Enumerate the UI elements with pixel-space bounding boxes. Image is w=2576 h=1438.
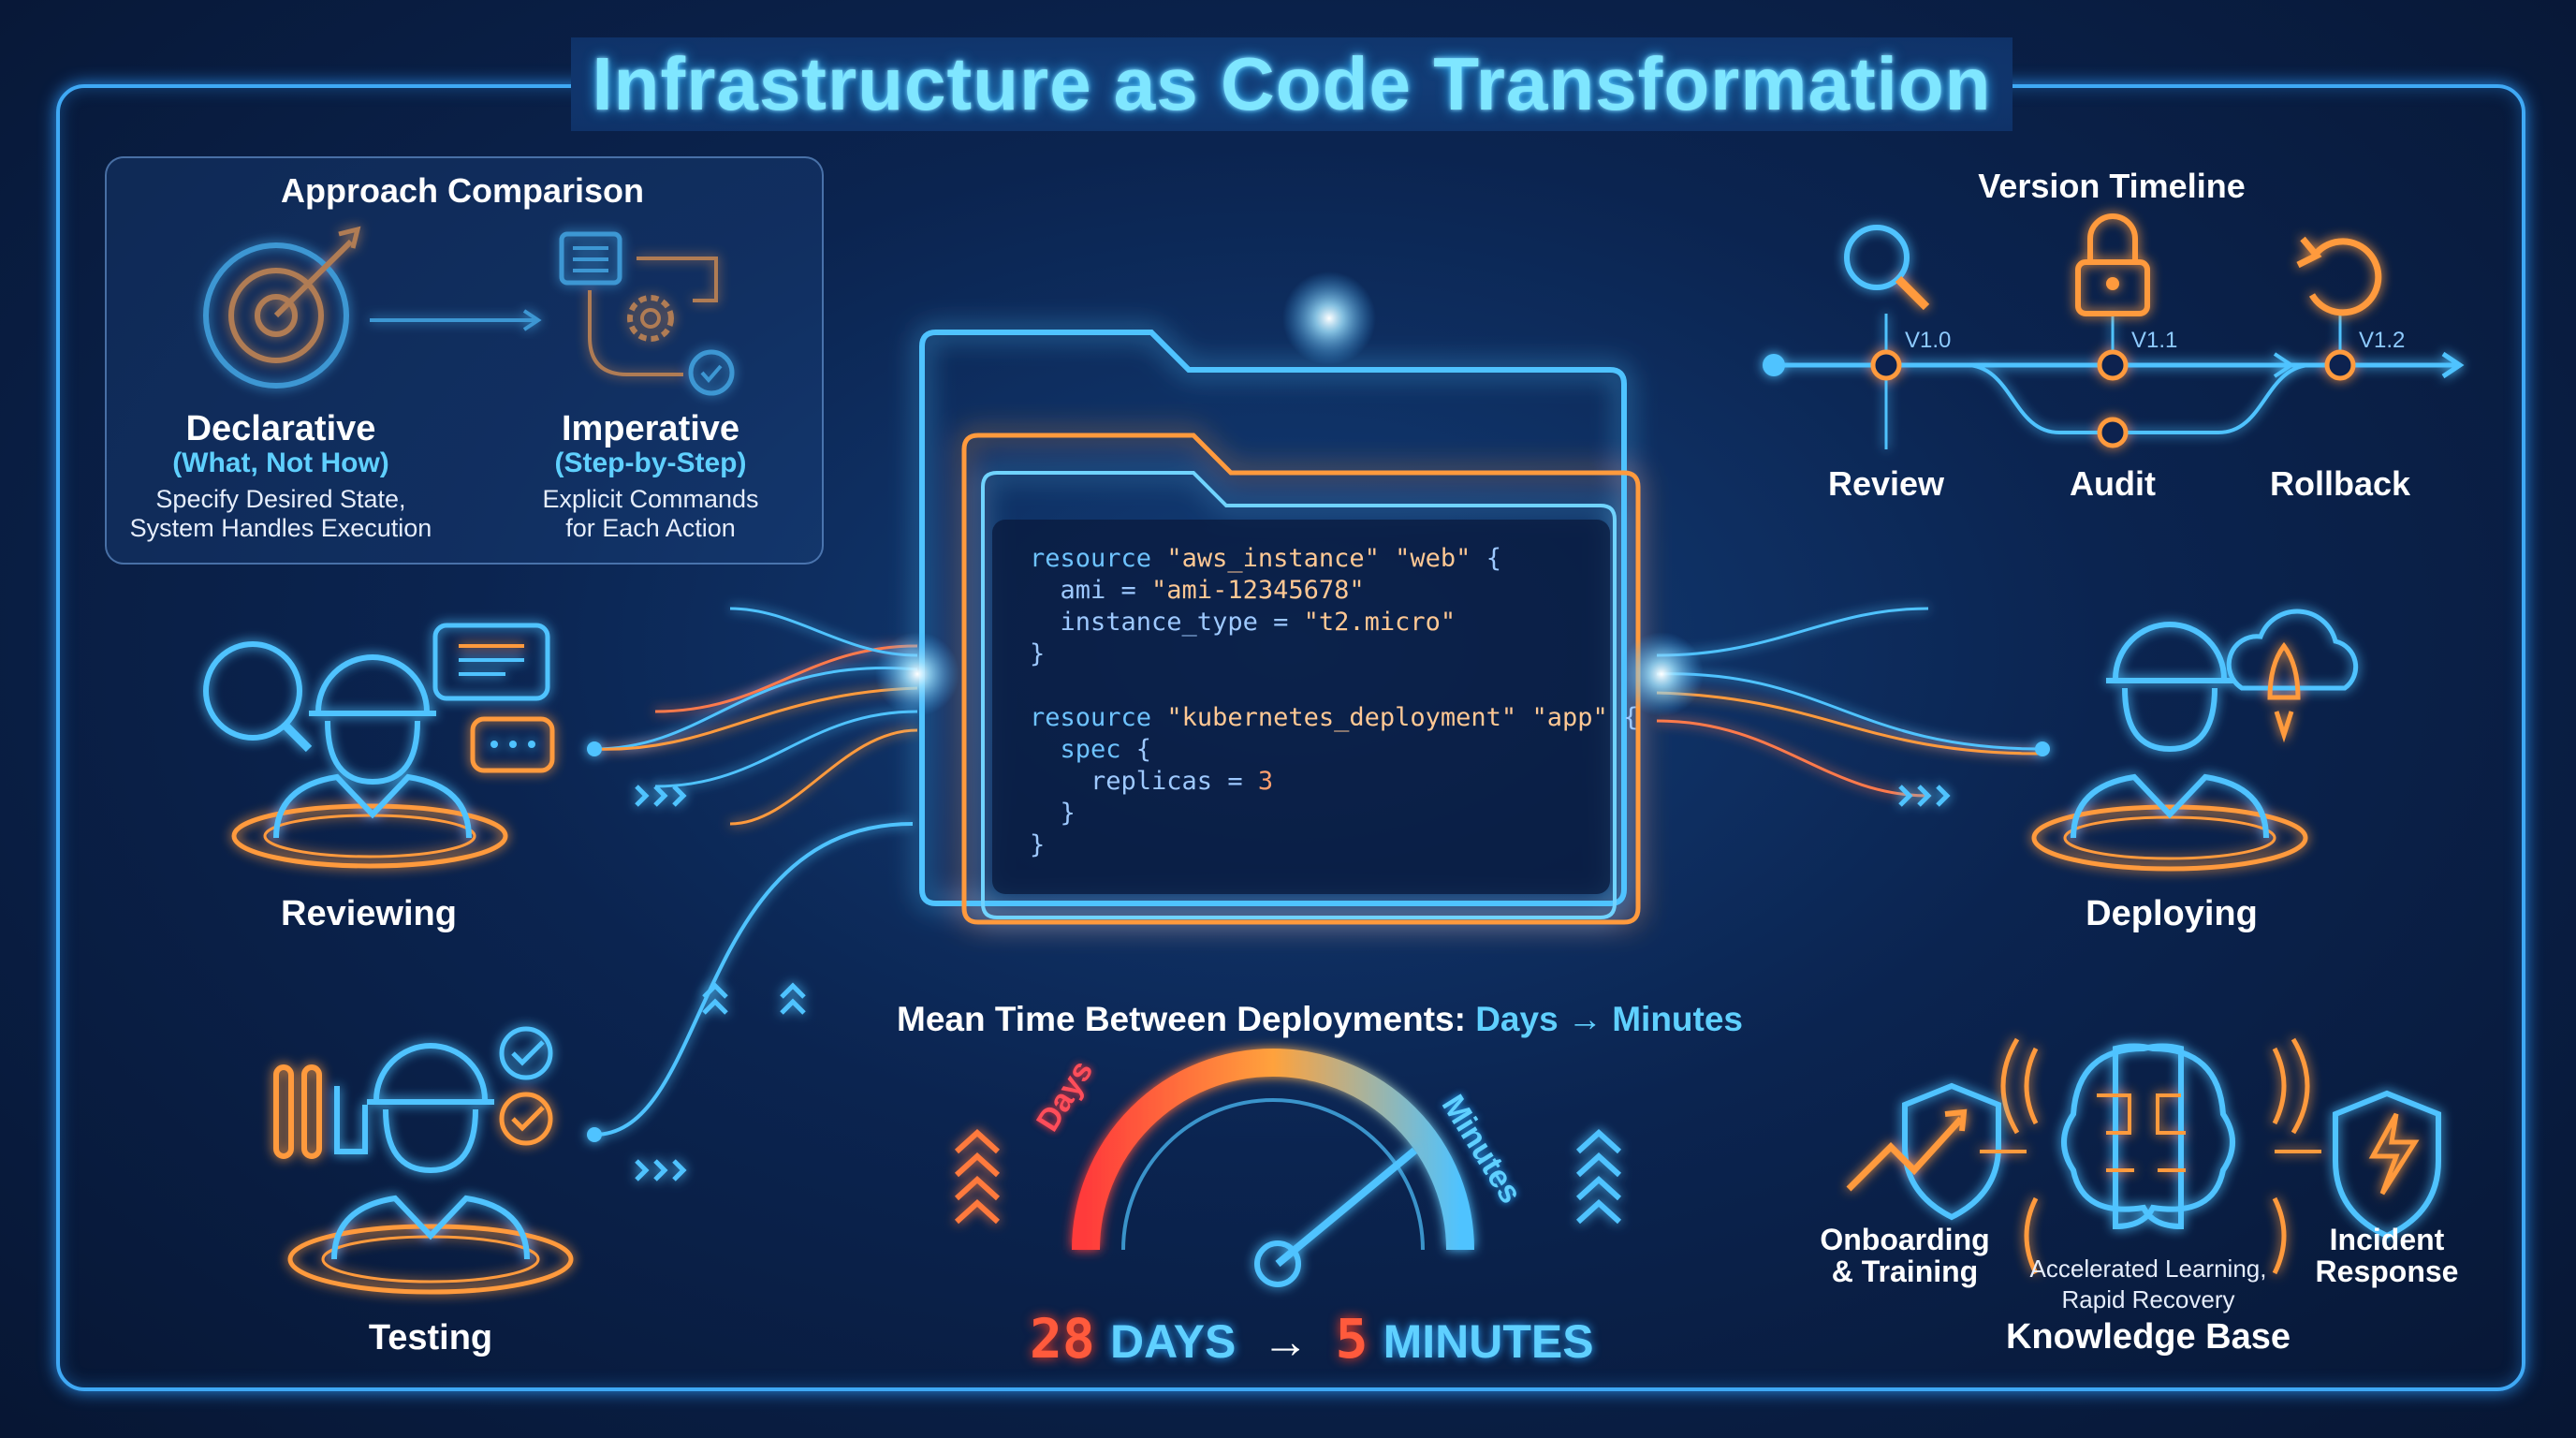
code-line: replicas = 3	[1030, 767, 1274, 796]
stage-rollback: Rollback	[2269, 464, 2411, 503]
flow-chevrons	[635, 785, 1951, 1181]
role-reviewing: Reviewing	[281, 894, 457, 933]
code-line: ami = "ami-12345678"	[1030, 576, 1365, 605]
undo-icon	[2296, 236, 2382, 316]
role-testing: Testing	[368, 1318, 493, 1357]
from-unit: DAYS	[1109, 1315, 1237, 1368]
incident-label-2: Response	[2315, 1255, 2459, 1288]
onboarding-label-1: Onboarding	[1820, 1223, 1990, 1256]
mtbd-result: 28 DAYS → 5 MINUTES	[1030, 1306, 1594, 1374]
version-label-2: V1.1	[2131, 328, 2178, 353]
checkmarks-icon	[499, 1026, 553, 1146]
test-tubes-icon	[273, 1064, 368, 1159]
code-folder	[919, 330, 1641, 925]
imperative-subtitle: (Step-by-Step)	[554, 448, 747, 478]
speed-gauge	[1072, 1049, 1474, 1287]
mtbd-change: Days → Minutes	[1475, 1000, 1743, 1038]
target-icon	[203, 226, 361, 389]
version-label-1: V1.0	[1905, 328, 1952, 353]
brain-icon	[2000, 1037, 2310, 1275]
code-line: spec {	[1060, 735, 1152, 764]
declarative-desc-2: System Handles Execution	[129, 514, 432, 542]
imperative-desc-2: for Each Action	[565, 514, 736, 542]
knowledge-base-heading: Knowledge Base	[2005, 1317, 2291, 1357]
chat-icon	[432, 623, 555, 773]
code-line: resource "aws_instance" "web" {	[1030, 544, 1501, 573]
code-line: instance_type = "t2.micro"	[1030, 608, 1456, 637]
approach-arrow	[370, 309, 542, 331]
version-label-3: V1.2	[2359, 328, 2406, 353]
workflow-icon	[559, 231, 735, 396]
approach-heading: Approach Comparison	[280, 171, 645, 210]
gauge-chevrons	[954, 1128, 1622, 1225]
knowledge-desc-1: Accelerated Learning,	[2029, 1255, 2267, 1283]
from-value: 28	[1030, 1307, 1095, 1371]
timeline-track	[1763, 314, 2465, 449]
onboarding-label-2: & Training	[1831, 1255, 1979, 1288]
timeline-heading: Version Timeline	[1978, 167, 2246, 205]
deploying-engineer-icon	[2031, 622, 2308, 872]
knowledge-desc-2: Rapid Recovery	[2061, 1285, 2235, 1313]
stage-audit: Audit	[2070, 464, 2156, 503]
light-flare-left	[875, 632, 959, 716]
code-line: }	[1030, 830, 1046, 859]
approach-comparison-panel	[105, 156, 824, 565]
reviewing-engineer-icon	[203, 641, 508, 869]
role-deploying: Deploying	[2086, 894, 2258, 933]
mtbd-heading: Mean Time Between Deployments: Days → Mi…	[805, 1000, 1835, 1039]
stage-review: Review	[1827, 464, 1945, 503]
cloud-rocket-icon	[2226, 609, 2359, 743]
declarative-desc-1: Specify Desired State,	[155, 485, 406, 513]
incident-label-1: Incident	[2329, 1223, 2445, 1256]
magnifier-icon	[1844, 225, 1930, 311]
lock-icon	[2075, 213, 2150, 316]
code-line	[1030, 670, 1638, 702]
circuit-lines-left	[587, 607, 918, 1142]
lightning-shield-icon	[2275, 1090, 2441, 1240]
gauge-needle	[1275, 1147, 1417, 1268]
imperative-desc-1: Explicit Commands	[542, 485, 759, 513]
declarative-title: Declarative	[185, 409, 376, 448]
mtbd-label: Mean Time Between Deployments:	[897, 1000, 1466, 1038]
code-line: }	[1030, 799, 1076, 828]
terraform-code-block: resource "aws_instance" "web" { ami = "a…	[1030, 543, 1638, 861]
code-line: resource "kubernetes_deployment" "app" {	[1030, 703, 1639, 732]
page-title: Infrastructure as Code Transformation	[592, 42, 1992, 125]
testing-engineer-icon	[287, 1043, 574, 1295]
to-unit: MINUTES	[1383, 1315, 1594, 1368]
growth-shield-icon	[1846, 1082, 2027, 1221]
imperative-title: Imperative	[561, 409, 740, 448]
light-flare-top	[1282, 271, 1376, 365]
code-line: }	[1030, 639, 1046, 668]
result-arrow: →	[1262, 1315, 1310, 1368]
light-flare-right	[1619, 632, 1704, 716]
circuit-lines-right	[1656, 607, 2050, 798]
declarative-subtitle: (What, Not How)	[172, 448, 389, 478]
title-backdrop	[571, 37, 2012, 131]
code-panel-backdrop	[992, 520, 1610, 894]
to-value: 5	[1335, 1307, 1368, 1371]
